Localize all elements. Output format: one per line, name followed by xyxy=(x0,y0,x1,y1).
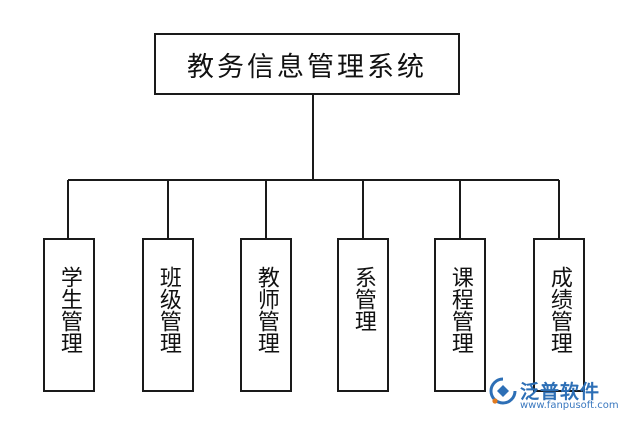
watermark: 泛普软件 www.fanpusoft.com xyxy=(488,376,619,416)
child-node-label: 课程管理 xyxy=(447,266,473,354)
child-node-label: 教师管理 xyxy=(253,266,279,354)
watermark-url: www.fanpusoft.com xyxy=(520,400,619,411)
child-node-label: 系管理 xyxy=(350,266,376,332)
child-node-class: 班级管理 xyxy=(142,238,194,392)
child-node-label: 成绩管理 xyxy=(546,266,572,354)
watermark-name: 泛普软件 xyxy=(520,381,601,403)
child-node-teacher: 教师管理 xyxy=(240,238,292,392)
fanpu-logo-icon xyxy=(489,377,517,405)
child-node-student: 学生管理 xyxy=(43,238,95,392)
child-node-label: 学生管理 xyxy=(56,266,82,354)
child-node-grade: 成绩管理 xyxy=(533,238,585,392)
child-node-label: 班级管理 xyxy=(155,266,181,354)
child-node-course: 课程管理 xyxy=(434,238,486,392)
child-node-department: 系管理 xyxy=(337,238,389,392)
root-node: 教务信息管理系统 xyxy=(154,33,460,95)
root-node-label: 教务信息管理系统 xyxy=(187,51,427,83)
